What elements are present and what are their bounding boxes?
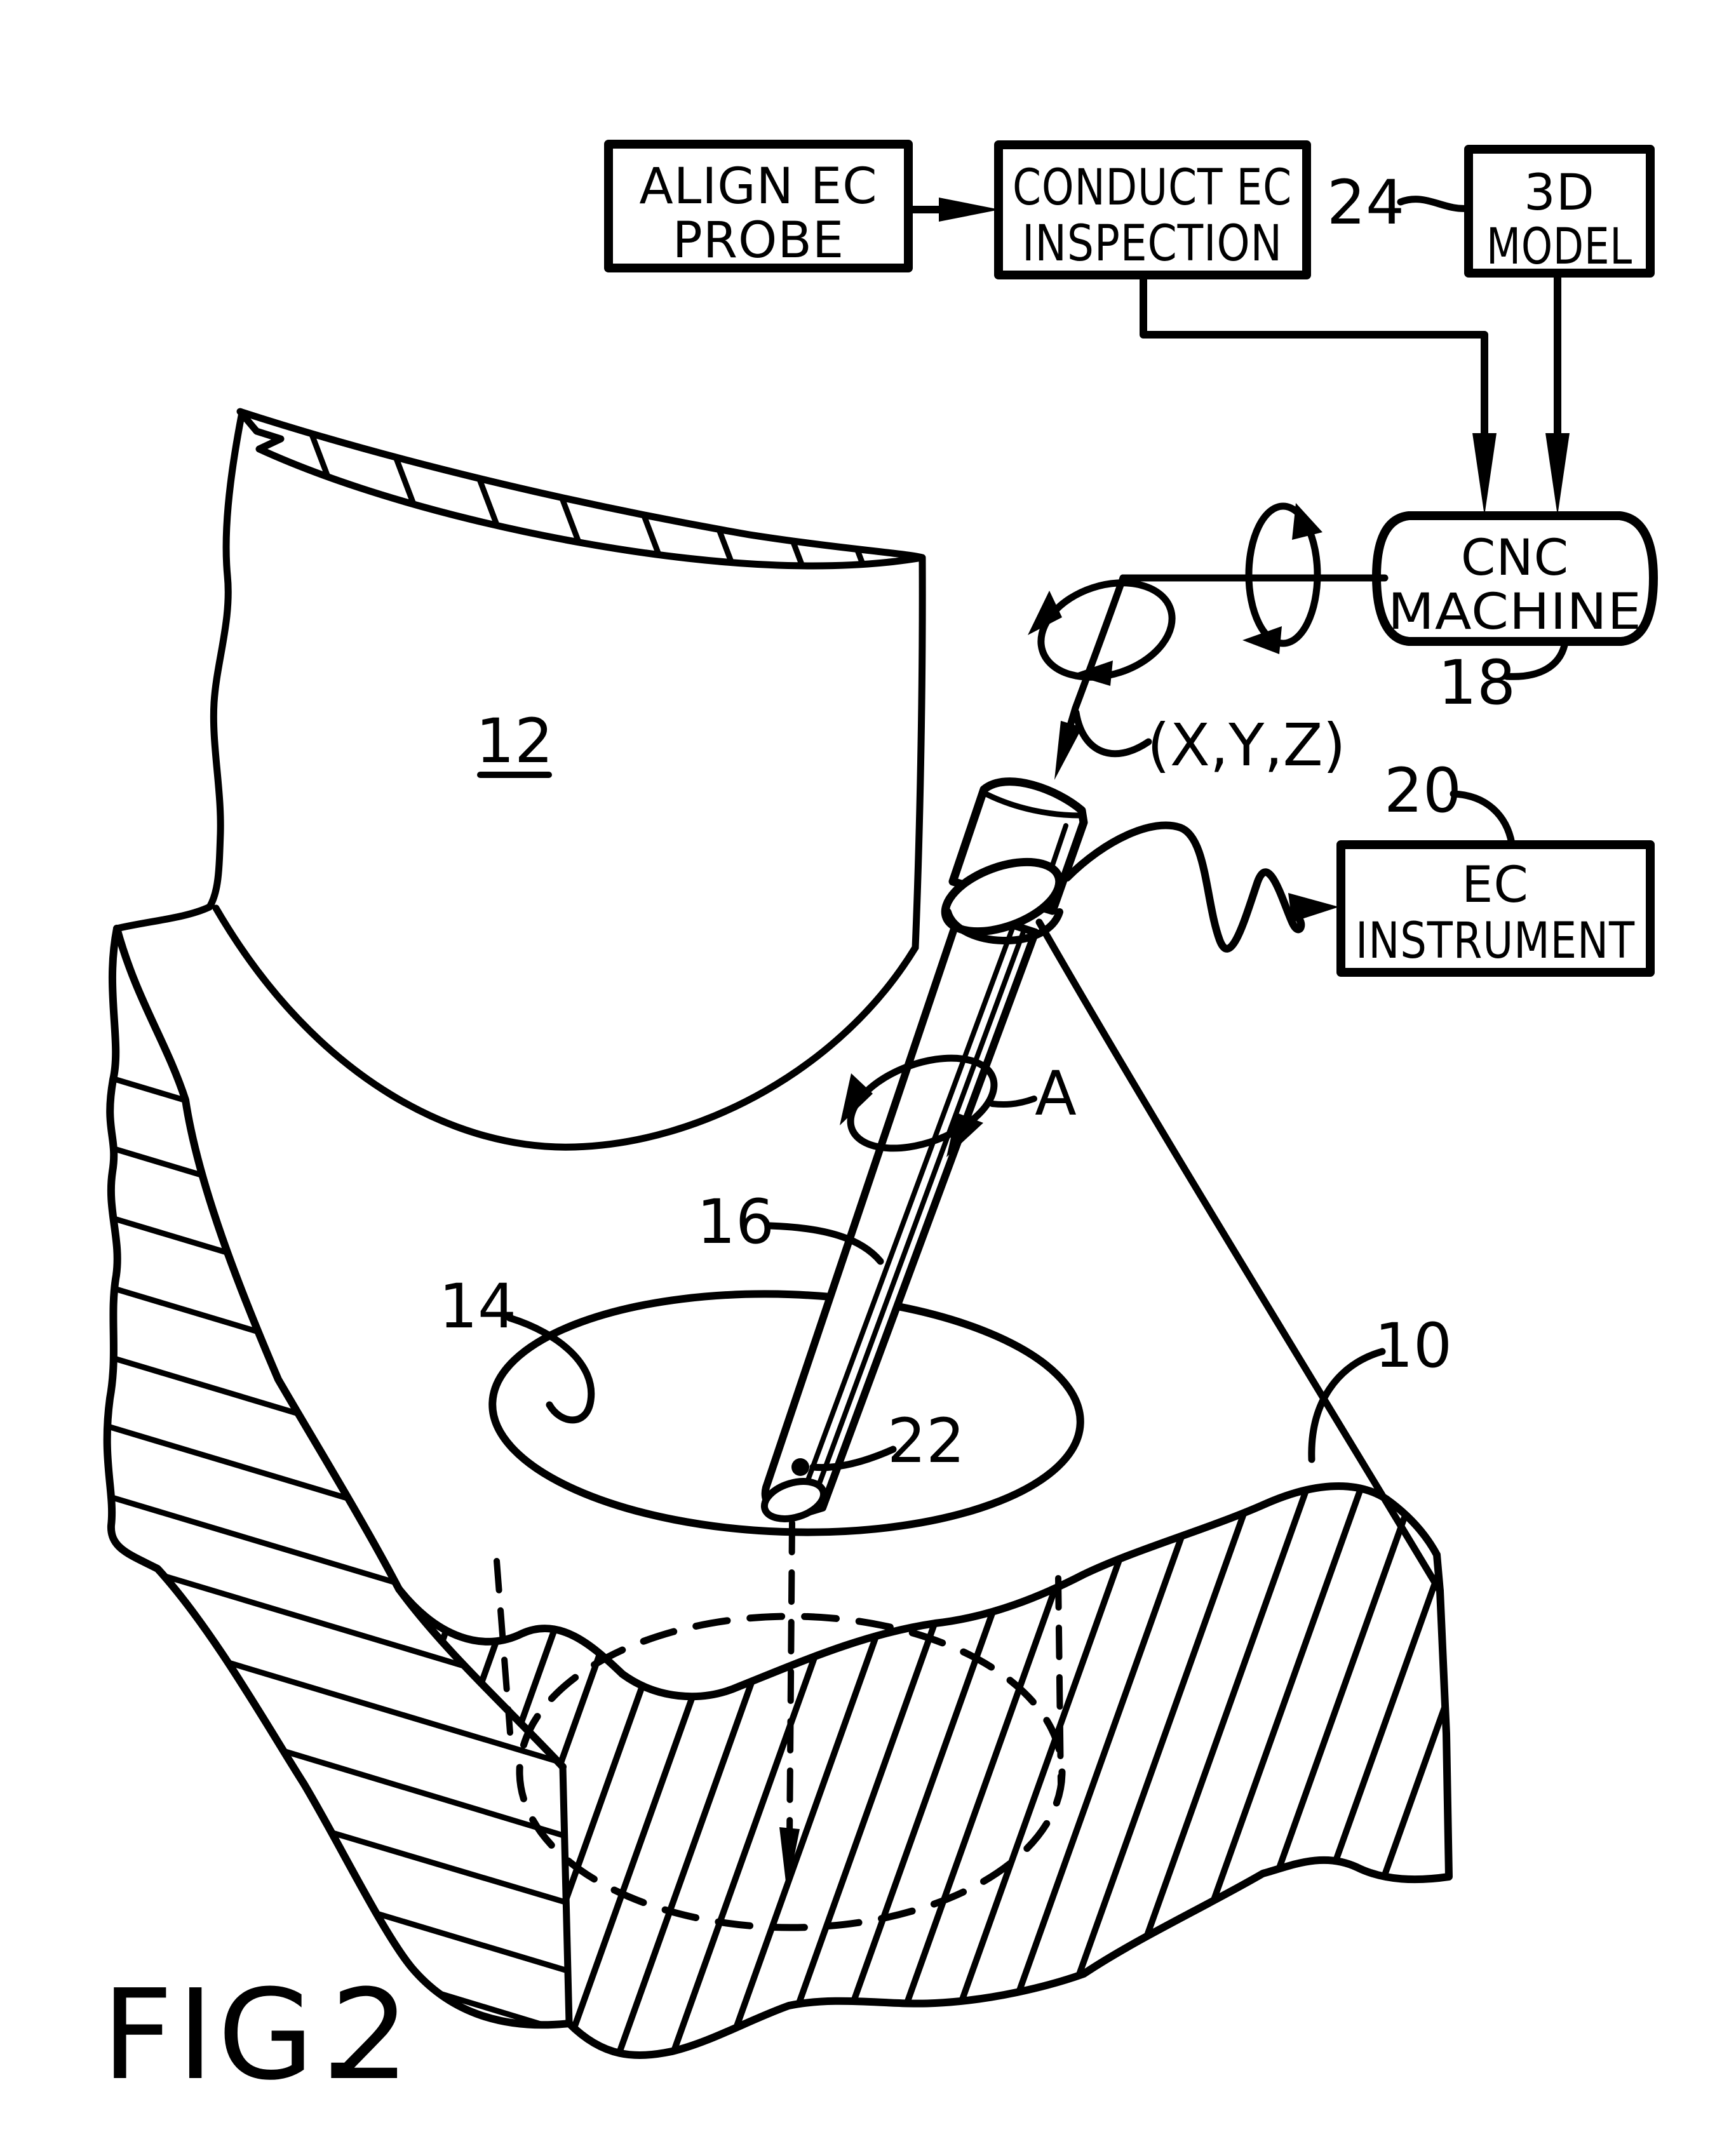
inspection-hole-14: 14 bbox=[439, 1271, 1084, 1931]
axis-label-a: A bbox=[1035, 1058, 1077, 1129]
flowchart-box-ec-instrument: EC INSTRUMENT bbox=[1336, 840, 1655, 977]
leader-line-22 bbox=[809, 1445, 897, 1472]
figure-caption: FIG. 2 bbox=[102, 1963, 414, 2108]
rotation-arrow-icon bbox=[1242, 502, 1322, 654]
hole-centerline bbox=[786, 1520, 795, 1842]
align-ec-probe-label-line1: ALIGN EC bbox=[639, 158, 877, 215]
ref-label-20: 20 bbox=[1384, 755, 1462, 826]
conduct-ec-inspection-label-line2: INSPECTION bbox=[1022, 215, 1282, 272]
flowchart-box-conduct-ec-inspection: CONDUCT EC INSPECTION bbox=[994, 140, 1311, 279]
leader-line-16 bbox=[766, 1222, 884, 1265]
ref-label-14: 14 bbox=[439, 1271, 516, 1342]
probe-holder-cap-rim bbox=[983, 791, 1084, 819]
wavy-cable-icon bbox=[1063, 821, 1305, 953]
leader-line-18 bbox=[1503, 641, 1568, 680]
leader-line-20 bbox=[1450, 790, 1516, 847]
ref-label-12: 12 bbox=[476, 706, 553, 777]
connector-3dmodel-to-cnc bbox=[1545, 269, 1570, 516]
workpiece-outer-broken-edge bbox=[103, 925, 1453, 2059]
ref-label-22: 22 bbox=[887, 1405, 965, 1477]
cnc-machine-label-line1: CNC bbox=[1461, 530, 1569, 587]
probe-collar-bottom-rim bbox=[944, 908, 1063, 945]
cylinder-part-12: 12 bbox=[113, 408, 926, 1151]
probe-pointer-arrow-icon bbox=[1054, 721, 1082, 780]
cylinder-band-hatching bbox=[295, 412, 886, 566]
ref-label-18: 18 bbox=[1438, 647, 1516, 718]
workpiece-front-face-hatching bbox=[399, 1485, 1449, 2055]
3d-model-label-line1: 3D bbox=[1524, 164, 1595, 222]
conduct-ec-inspection-label-line1: CONDUCT EC bbox=[1013, 159, 1292, 217]
cnc-machine-label-line2: MACHINE bbox=[1388, 584, 1642, 641]
flowchart: ALIGN EC PROBE CONDUCT EC INSPECTION 3D … bbox=[604, 140, 1658, 977]
ec-instrument-label-line2: INSTRUMENT bbox=[1356, 913, 1635, 970]
flowchart-box-3d-model: 3D MODEL bbox=[1464, 145, 1655, 278]
ec-instrument-label-line1: EC bbox=[1462, 857, 1529, 914]
cable-arrow-icon bbox=[1288, 893, 1339, 922]
leader-line-10 bbox=[1308, 1348, 1386, 1463]
probe-signal-cable bbox=[1063, 821, 1339, 953]
leader-line-a bbox=[989, 1096, 1037, 1108]
ref-label-24: 24 bbox=[1327, 167, 1404, 238]
hole-top-ellipse bbox=[488, 1290, 1084, 1536]
probe-shaft-highlight-lines bbox=[798, 922, 1027, 1506]
flow-arrow-icon bbox=[905, 198, 1000, 222]
leader-line-xyz bbox=[1072, 709, 1152, 758]
rotation-arrow-icon bbox=[840, 1054, 998, 1157]
ref-label-16: 16 bbox=[697, 1186, 774, 1257]
figure-caption-number: 2 bbox=[330, 1963, 414, 2108]
down-arrow-icon bbox=[1545, 433, 1570, 516]
connector-conduct-to-cnc bbox=[1140, 271, 1497, 516]
cylinder-bottom-arc bbox=[212, 904, 919, 1151]
probe-tip bbox=[760, 1478, 828, 1522]
3d-model-label-line2: MODEL bbox=[1486, 218, 1632, 276]
cnc-probe-linkage: (X,Y,Z) bbox=[1028, 502, 1389, 780]
coords-label-xyz: (X,Y,Z) bbox=[1147, 711, 1346, 779]
probe-coil-dot-22 bbox=[791, 1458, 809, 1476]
hole-hidden-wall-left bbox=[494, 1558, 513, 1736]
cylinder-left-edge bbox=[113, 412, 245, 932]
figure-caption-text: FIG. bbox=[102, 1963, 361, 2108]
down-arrow-icon bbox=[1472, 433, 1497, 516]
leader-line-24 bbox=[1397, 196, 1472, 212]
workpiece-top-right-edge bbox=[1035, 918, 1444, 1595]
ec-probe-16: A 16 22 bbox=[697, 777, 1088, 1522]
leader-line-14 bbox=[506, 1314, 595, 1424]
centerline-down-arrow-icon bbox=[779, 1827, 800, 1893]
align-ec-probe-label-line2: PROBE bbox=[673, 212, 844, 269]
workpiece-left-face-hatching bbox=[107, 1070, 569, 2028]
ref-label-10: 10 bbox=[1375, 1310, 1452, 1381]
cnc-diagonal-link-line bbox=[1065, 574, 1127, 735]
workpiece-left-face-inner-edge bbox=[113, 925, 567, 1771]
flowchart-box-align-ec-probe: ALIGN EC PROBE bbox=[604, 140, 913, 272]
flowchart-node-cnc-machine: CNC MACHINE bbox=[1372, 511, 1658, 646]
hole-bottom-hidden-ellipse bbox=[516, 1613, 1066, 1931]
hole-hidden-wall-right bbox=[1055, 1575, 1064, 1788]
cylinder-right-edge bbox=[912, 555, 926, 951]
cylinder-broken-top-band bbox=[236, 408, 926, 570]
rotation-arrow-icon bbox=[1028, 579, 1176, 686]
